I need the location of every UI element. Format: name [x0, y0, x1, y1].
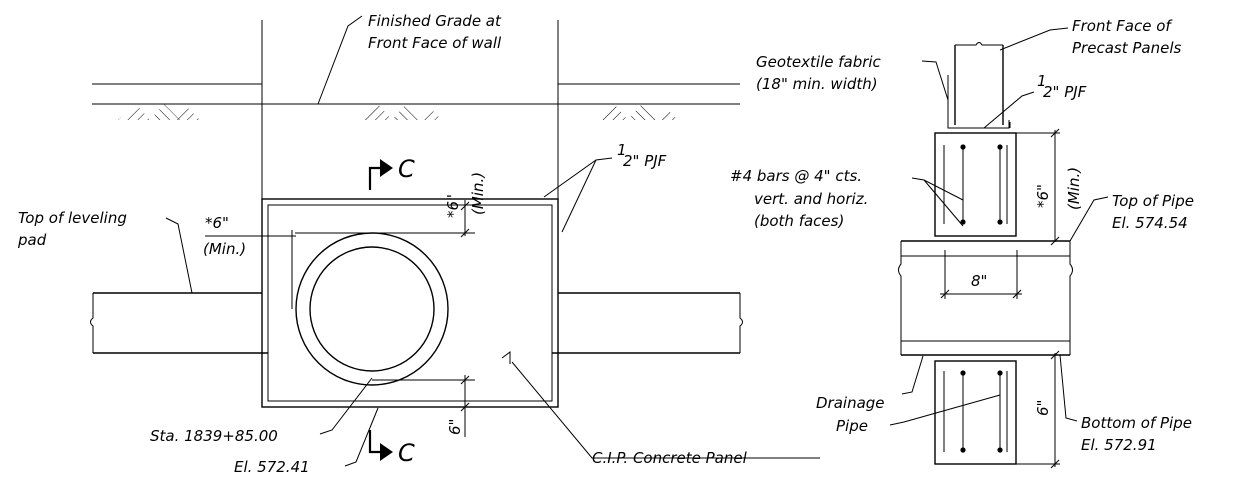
dim-bottom-six: 6": [446, 419, 464, 435]
annotations: Finished Grade at Front Face of wall Fro…: [17, 12, 1194, 476]
section-marker-bottom: [368, 430, 393, 461]
pipe-outer-circle: [295, 232, 449, 386]
leader-lines-right: [889, 27, 1109, 426]
cip-panel-label: C.I.P. Concrete Panel: [592, 449, 748, 467]
finished-grade-label-line1: Finished Grade at: [368, 12, 502, 30]
station-label: Sta. 1839+85.00: [150, 427, 278, 445]
dim-right-top-min: (Min.): [1065, 167, 1083, 210]
dim-top-min: (Min.): [469, 172, 487, 215]
dim-eight: 8": [971, 272, 987, 290]
pjf-right-fraction-num: 1: [1037, 72, 1047, 90]
bottom-pipe-label-line2: El. 572.91: [1081, 436, 1157, 454]
dim-left-min: (Min.): [203, 240, 246, 258]
drainage-label-line2: Pipe: [836, 417, 868, 435]
elevation-view: [90, 20, 743, 461]
pjf-right-label: 2" PJF: [1043, 83, 1087, 101]
geotextile-label-line2: (18" min. width): [756, 75, 878, 93]
top-pipe-label-line2: El. 574.54: [1112, 214, 1188, 232]
leveling-pad-label-line1: Top of leveling: [18, 209, 127, 227]
top-pipe-label-line1: Top of Pipe: [1112, 192, 1194, 210]
elevation-label: El. 572.41: [234, 458, 310, 476]
pipe-inner-circle: [309, 246, 435, 372]
geotextile-label-line1: Geotextile fabric: [756, 53, 882, 71]
dim-top-six: *6": [444, 194, 462, 218]
drainage-label-line1: Drainage: [816, 394, 885, 412]
leveling-pad-label-line2: pad: [17, 231, 47, 249]
soil-hatch: [118, 104, 678, 120]
bottom-pipe-label-line1: Bottom of Pipe: [1081, 414, 1192, 432]
leader-lines-left: [165, 15, 820, 467]
section-label-bottom: C: [398, 439, 415, 467]
dim-right-top-six: *6": [1034, 184, 1052, 208]
pjf-left-label: 2" PJF: [623, 152, 667, 170]
section-marker-top: [368, 159, 393, 190]
bars-label-line3: (both faces): [754, 212, 844, 230]
bars-label-line2: vert. and horiz.: [754, 190, 868, 208]
dim-left-six: *6": [205, 214, 229, 232]
finished-grade-label-line2: Front Face of wall: [368, 34, 502, 52]
section-label-top: C: [398, 155, 415, 183]
front-face-label-line2: Precast Panels: [1072, 39, 1181, 57]
bars-label-line1: #4 bars @ 4" cts.: [730, 167, 862, 185]
dim-right-bottom-six: 6": [1034, 400, 1052, 416]
pjf-left-fraction-num: 1: [617, 141, 627, 159]
front-face-label-line1: Front Face of: [1072, 17, 1173, 35]
section-view: [898, 42, 1073, 469]
